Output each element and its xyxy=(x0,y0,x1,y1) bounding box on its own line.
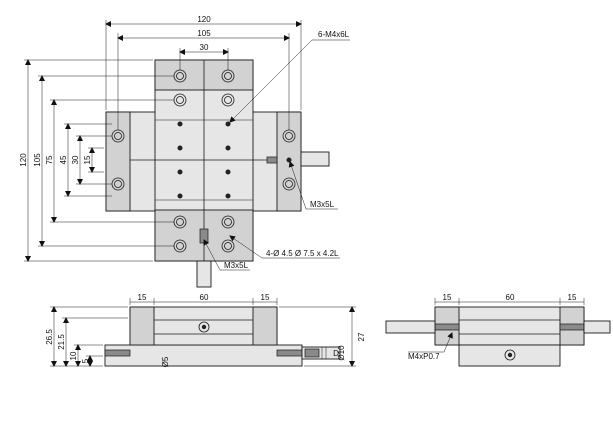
dim-label: 60 xyxy=(200,293,209,302)
dim-label: 15 xyxy=(261,293,270,302)
front-small-label: Ø5 xyxy=(161,356,170,367)
callout-label: M4xP0.7 xyxy=(408,352,440,361)
dim-label: 26.5 xyxy=(45,329,54,345)
front-right-bushing xyxy=(276,349,303,357)
front-lock-knob xyxy=(198,321,210,333)
front-small-label: D xyxy=(333,349,339,358)
callout-label: M3x5L xyxy=(310,200,335,209)
dim-label: 45 xyxy=(59,155,68,164)
top-view: 120 105 30 120 105 xyxy=(19,15,350,288)
side-dim-row: 15 60 15 xyxy=(434,293,585,305)
dim-label: 15 xyxy=(568,293,577,302)
side-lock-knob xyxy=(504,349,516,361)
front-end-plate-right xyxy=(252,306,278,346)
dim-label: 120 xyxy=(197,15,211,24)
dim-label: 105 xyxy=(197,29,211,38)
front-dim-height-10: 10 xyxy=(69,344,103,367)
dim-label: 120 xyxy=(19,153,28,167)
dim-height-75: 75 xyxy=(45,99,174,223)
dim-height-15: 15 xyxy=(83,147,104,173)
dim-label: 30 xyxy=(200,43,209,52)
dim-width-30: 30 xyxy=(179,43,229,70)
dim-label: 15 xyxy=(443,293,452,302)
side-drive-shaft-left xyxy=(385,320,436,334)
side-bushing-left xyxy=(434,323,460,331)
front-left-bushing xyxy=(104,349,131,357)
callout-counterbore: 4-Ø 4.5 Ø 7.5 x 4.2L xyxy=(229,235,340,259)
callout-label: 4-Ø 4.5 Ø 7.5 x 4.2L xyxy=(266,249,339,258)
dim-height-120: 120 xyxy=(19,59,153,262)
side-drive-shaft-right xyxy=(583,320,611,334)
callout-label: M3x5L xyxy=(224,261,249,270)
front-dim-height-27: 27 xyxy=(279,306,366,367)
front-small-label: Ø10 xyxy=(337,345,346,361)
dim-label: 5 xyxy=(81,358,90,363)
front-dim-height-21-5: 21.5 xyxy=(57,317,128,367)
dim-width-105: 105 xyxy=(117,29,290,130)
dim-label: 60 xyxy=(506,293,515,302)
dim-label: 15 xyxy=(138,293,147,302)
dim-width-120: 120 xyxy=(105,15,302,110)
dim-height-105: 105 xyxy=(33,75,174,247)
front-view: 15 60 15 26.5 21.5 10 5 xyxy=(45,293,366,367)
front-dim-height-5: 5 xyxy=(81,355,103,367)
side-bushing-right xyxy=(559,323,585,331)
dim-label: 105 xyxy=(33,153,42,167)
bottom-drive-bushing xyxy=(199,228,209,244)
lower-stage-side xyxy=(104,344,303,367)
callout-tapped-holes: 6-M4x6L xyxy=(229,30,350,123)
callout-lock-screw-bottom: M3x5L xyxy=(203,239,250,271)
dim-label: 75 xyxy=(45,155,54,164)
side-view: 15 60 15 M4xP0.7 xyxy=(385,293,611,367)
bottom-drive-shaft xyxy=(196,260,212,288)
dim-label: 27 xyxy=(357,332,366,341)
dim-label: 15 xyxy=(83,155,92,164)
right-drive-bushing xyxy=(266,156,278,164)
dim-height-45: 45 xyxy=(59,123,112,197)
front-dim-height-26-5: 26.5 xyxy=(45,306,128,367)
front-end-plate-left xyxy=(129,306,155,346)
callout-lock-screw-right: M3x5L xyxy=(288,161,338,210)
callout-label: 6-M4x6L xyxy=(318,30,350,39)
side-callout: M4xP0.7 xyxy=(408,332,453,361)
dim-label: 10 xyxy=(69,351,78,360)
dim-label: 21.5 xyxy=(57,334,66,350)
front-dim-row: 15 60 15 xyxy=(129,293,278,305)
right-drive-shaft xyxy=(300,151,330,167)
dim-label: 30 xyxy=(71,155,80,164)
dim-height-30: 30 xyxy=(71,135,112,185)
